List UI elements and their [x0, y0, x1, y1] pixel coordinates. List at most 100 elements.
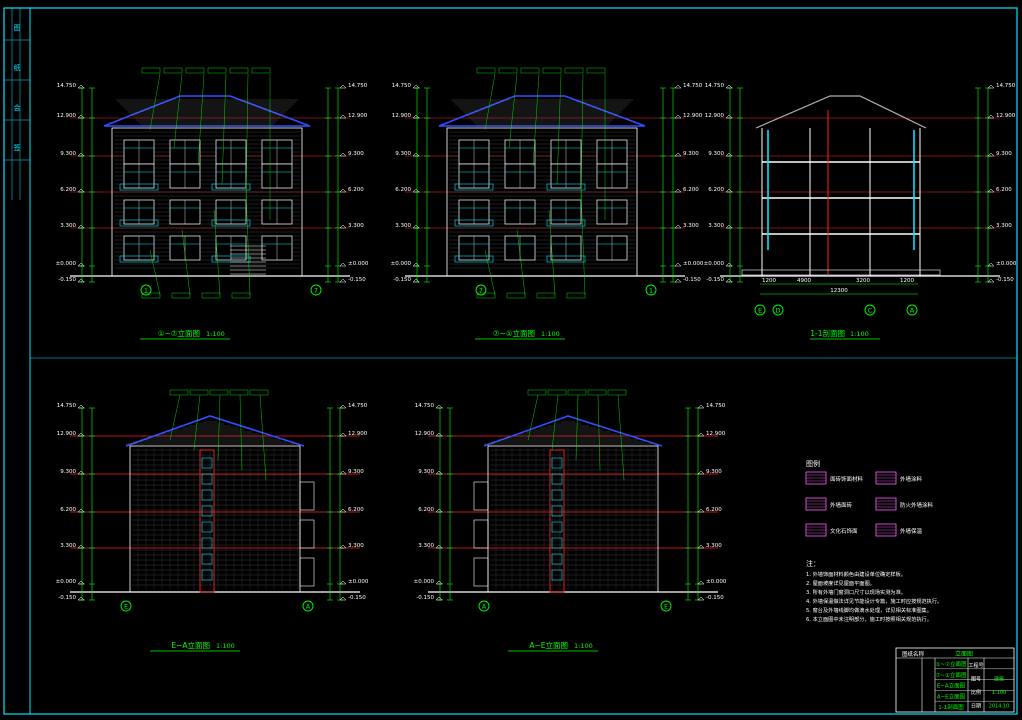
view-title: E~A立面图 [171, 640, 210, 650]
balcony-rail [119, 183, 159, 191]
level-marker [674, 114, 682, 119]
section-total-dimension: 12300 [830, 288, 848, 294]
section-view: 14.75012.9009.3006.2003.300±0.000-0.1501… [704, 83, 1017, 340]
level-marker [412, 114, 420, 119]
level-marker [77, 544, 85, 549]
level-marker [697, 544, 705, 549]
material-legend: 图例 面砖饰面材料外墙涂料外墙面砖防火外墙涂料文化石饰面外墙保温 [805, 459, 934, 537]
axis-bubble-D [772, 304, 784, 316]
level-marker [77, 432, 85, 437]
title-block-row: A~E立面图 [937, 692, 966, 700]
axis-bubble-left [478, 600, 490, 612]
level-marker [697, 596, 705, 601]
level-value: 14.750 [348, 403, 368, 409]
level-marker [725, 262, 733, 267]
side-balcony [299, 481, 315, 511]
view-title: ⑦~①立面图 [493, 328, 535, 338]
view-scale: 1:100 [206, 330, 225, 338]
side-elevation-left-view: 14.75012.9009.3006.2003.300±0.000-0.1501… [56, 389, 369, 652]
level-value: 6.200 [348, 187, 364, 193]
level-marker [77, 596, 85, 601]
callout-leader [181, 229, 191, 296]
level-value: 3.300 [706, 543, 722, 549]
level-marker [339, 580, 347, 585]
stair-window [551, 521, 563, 533]
level-marker [435, 404, 443, 409]
level-marker [412, 84, 420, 89]
callout-tag [189, 389, 209, 396]
callout-leader [597, 394, 601, 471]
callout-leader [169, 394, 181, 441]
callout-tag [169, 389, 189, 396]
title-block-row: E~A立面图 [937, 682, 966, 690]
level-value: 9.300 [395, 151, 411, 157]
note-line: 5. 窗台及外墙线脚均做滴水处理，详见相关标准图集。 [806, 606, 932, 614]
level-marker [77, 508, 85, 513]
level-value: 14.750 [706, 403, 726, 409]
level-value: 6.200 [348, 507, 364, 513]
axis-bubble-left-label: E [124, 603, 128, 611]
level-value: -0.150 [58, 595, 76, 601]
level-value: 14.750 [415, 403, 435, 409]
level-value: 6.200 [60, 187, 76, 193]
level-marker [77, 470, 85, 475]
level-value: 9.300 [60, 151, 76, 157]
level-marker [725, 224, 733, 229]
level-marker [435, 508, 443, 513]
level-marker [339, 114, 347, 119]
section-dimension: 1200 [900, 278, 914, 284]
callout-leader [484, 73, 496, 131]
callout-tag [207, 67, 227, 74]
view-title: 1-1剖面图 [810, 328, 845, 338]
stair-window [201, 505, 213, 517]
level-value: 3.300 [60, 223, 76, 229]
level-marker [77, 580, 85, 585]
axis-bubble-right-label: A [306, 603, 311, 611]
level-value: 3.300 [996, 223, 1012, 229]
callout-tag [587, 389, 607, 396]
facade-outline [487, 445, 659, 593]
stair-window [201, 457, 213, 469]
axis-bubble-C-label: C [868, 307, 873, 315]
level-marker [725, 188, 733, 193]
section-foundation [741, 269, 941, 276]
view-title: A~E立面图 [529, 640, 568, 650]
level-value: 14.750 [705, 83, 725, 89]
level-marker [412, 278, 420, 283]
level-marker [674, 278, 682, 283]
level-marker [77, 114, 85, 119]
side-strip-text: 图 [14, 24, 21, 32]
callout-leader [575, 394, 579, 461]
callout-tag [607, 389, 627, 396]
side-balcony [473, 557, 489, 587]
title-block-drawing-name: 立面图 [955, 650, 973, 658]
axis-bubble-D-label: D [775, 307, 780, 315]
note-line: 1. 外墙饰面材料颜色由建设单位确定样板。 [806, 570, 906, 578]
side-strip-text: 会 [14, 103, 21, 112]
level-marker [725, 114, 733, 119]
level-marker [725, 278, 733, 283]
side-strip-text: 纸 [14, 63, 21, 72]
level-value: 6.200 [60, 507, 76, 513]
axis-bubble-left-label: A [482, 603, 487, 611]
level-marker [435, 470, 443, 475]
balcony-rail [454, 219, 494, 227]
level-value: ±0.000 [391, 261, 412, 267]
level-value: 12.900 [706, 431, 726, 437]
axis-bubble-right [310, 284, 322, 296]
stair-window [551, 457, 563, 469]
callout-tag [249, 389, 269, 396]
title-block-field-value: 建施 [994, 676, 1004, 683]
stair-window [551, 569, 563, 581]
title-block-field-value: 2014.10 [989, 704, 1010, 710]
legend-label: 外墙面砖 [830, 501, 853, 509]
level-marker [987, 152, 995, 157]
level-marker [339, 278, 347, 283]
title-block-field-key: 日期 [971, 704, 981, 710]
callout-leader [532, 73, 540, 167]
stair-window [201, 569, 213, 581]
level-value: 14.750 [57, 83, 77, 89]
axis-bubble-left [475, 284, 487, 296]
level-marker [77, 84, 85, 89]
